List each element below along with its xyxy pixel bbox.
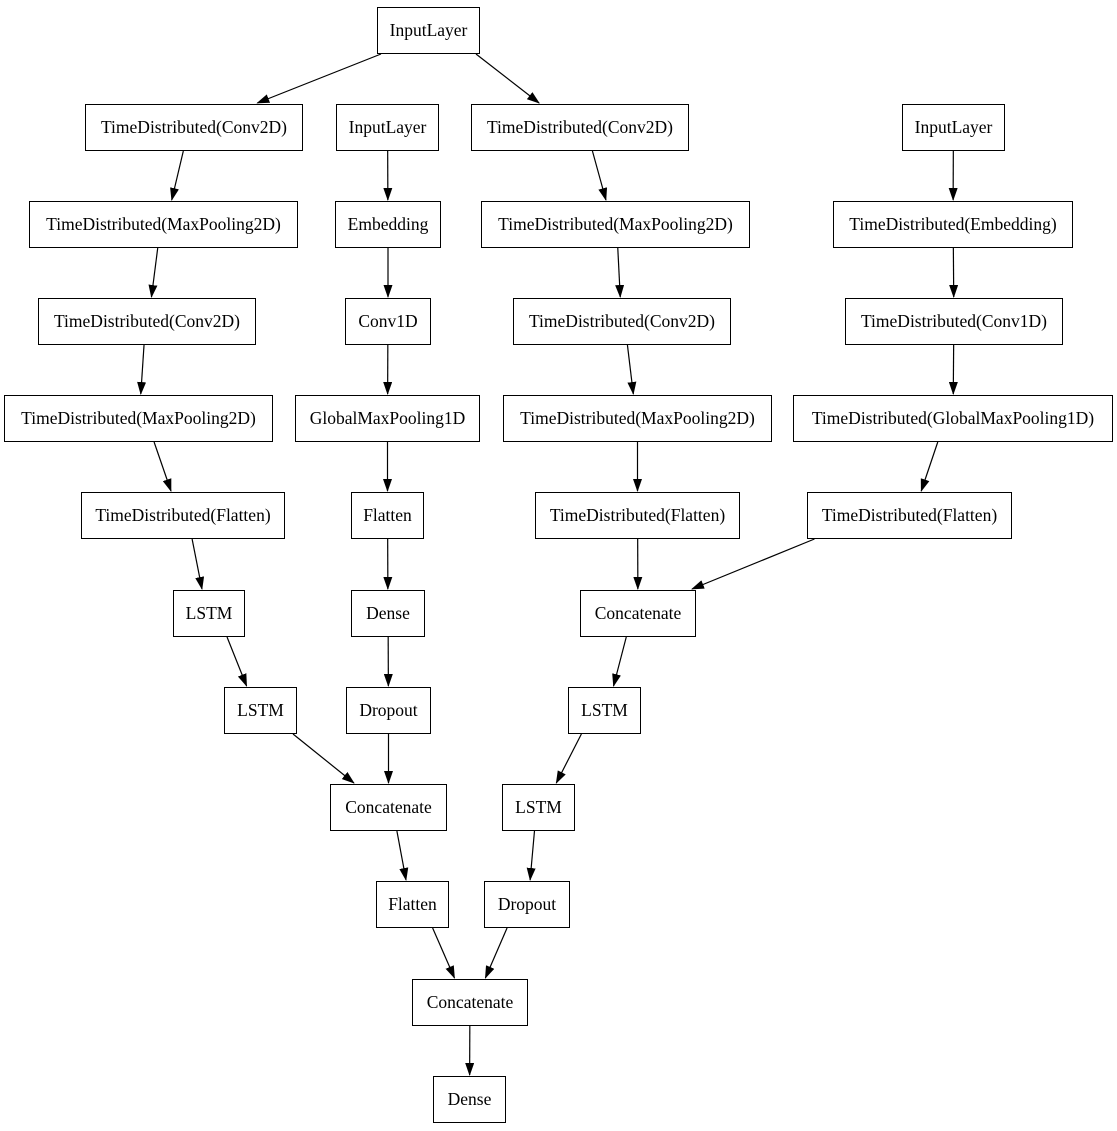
node-flatten-b: Flatten xyxy=(351,492,424,539)
node-td-conv2d-c1: TimeDistributed(Conv2D) xyxy=(471,104,689,151)
node-dense-b: Dense xyxy=(351,590,425,637)
node-concat-ab: Concatenate xyxy=(330,784,447,831)
node-lstm-c2: LSTM xyxy=(502,784,575,831)
node-lstm-a1: LSTM xyxy=(173,590,245,637)
node-td-flatten-c: TimeDistributed(Flatten) xyxy=(535,492,740,539)
edge-lstm-c2-to-dropout-c xyxy=(526,830,536,881)
node-concat-final: Concatenate xyxy=(412,979,528,1026)
node-embedding-b: Embedding xyxy=(335,201,441,248)
node-flatten-ab: Flatten xyxy=(376,881,449,928)
edge-td-conv2d-a1-to-td-maxpool2d-a1 xyxy=(170,150,184,201)
edge-td-globalmaxpool1d-d-to-td-flatten-d xyxy=(920,441,939,492)
edge-lstm-c1-to-lstm-c2 xyxy=(555,733,582,784)
edge-td-flatten-a-to-lstm-a1 xyxy=(191,538,205,590)
node-conv1d-b: Conv1D xyxy=(345,298,431,345)
node-td-conv2d-c2: TimeDistributed(Conv2D) xyxy=(513,298,731,345)
node-td-flatten-d: TimeDistributed(Flatten) xyxy=(807,492,1012,539)
node-concat-c: Concatenate xyxy=(580,590,696,637)
node-lstm-c1: LSTM xyxy=(568,687,641,734)
edge-lstm-a1-to-lstm-a2 xyxy=(226,636,248,687)
edge-flatten-ab-to-concat-final xyxy=(432,927,456,979)
node-td-maxpool2d-a1: TimeDistributed(MaxPooling2D) xyxy=(29,201,298,248)
edge-td-flatten-d-to-concat-c xyxy=(691,538,815,590)
edge-lstm-a2-to-concat-ab xyxy=(292,733,355,784)
node-td-conv2d-a2: TimeDistributed(Conv2D) xyxy=(38,298,256,345)
node-input-b: InputLayer xyxy=(336,104,439,151)
node-td-flatten-a: TimeDistributed(Flatten) xyxy=(81,492,285,539)
node-dropout-c: Dropout xyxy=(484,881,570,928)
node-td-maxpool2d-a2: TimeDistributed(MaxPooling2D) xyxy=(4,395,273,442)
node-td-maxpool2d-c1: TimeDistributed(MaxPooling2D) xyxy=(481,201,750,248)
node-td-conv1d-d: TimeDistributed(Conv1D) xyxy=(845,298,1063,345)
node-dense-out: Dense xyxy=(433,1076,506,1123)
node-lstm-a2: LSTM xyxy=(224,687,297,734)
edge-dropout-c-to-concat-final xyxy=(484,927,508,979)
node-td-embedding-d: TimeDistributed(Embedding) xyxy=(833,201,1073,248)
node-input-d: InputLayer xyxy=(902,104,1005,151)
edge-td-conv2d-c1-to-td-maxpool2d-c1 xyxy=(591,150,608,201)
edge-concat-c-to-lstm-c1 xyxy=(612,636,627,687)
edge-concat-ab-to-flatten-ab xyxy=(396,830,409,881)
edge-input-a-to-td-conv2d-c1 xyxy=(475,53,540,104)
edge-td-maxpool2d-c1-to-td-conv2d-c2 xyxy=(615,247,625,298)
edge-td-conv2d-a2-to-td-maxpool2d-a2 xyxy=(137,344,147,395)
node-dropout-b: Dropout xyxy=(346,687,431,734)
edge-td-maxpool2d-a1-to-td-conv2d-a2 xyxy=(148,247,159,298)
node-td-globalmaxpool1d-d: TimeDistributed(GlobalMaxPooling1D) xyxy=(793,395,1113,442)
edge-td-maxpool2d-a2-to-td-flatten-a xyxy=(153,441,172,492)
edge-td-conv2d-c2-to-td-maxpool2d-c2 xyxy=(626,344,637,395)
node-td-conv2d-a1: TimeDistributed(Conv2D) xyxy=(85,104,303,151)
node-globalmaxpool1d-b: GlobalMaxPooling1D xyxy=(295,395,480,442)
node-input-a: InputLayer xyxy=(377,7,480,54)
edge-input-a-to-td-conv2d-a1 xyxy=(256,53,382,104)
node-td-maxpool2d-c2: TimeDistributed(MaxPooling2D) xyxy=(503,395,772,442)
